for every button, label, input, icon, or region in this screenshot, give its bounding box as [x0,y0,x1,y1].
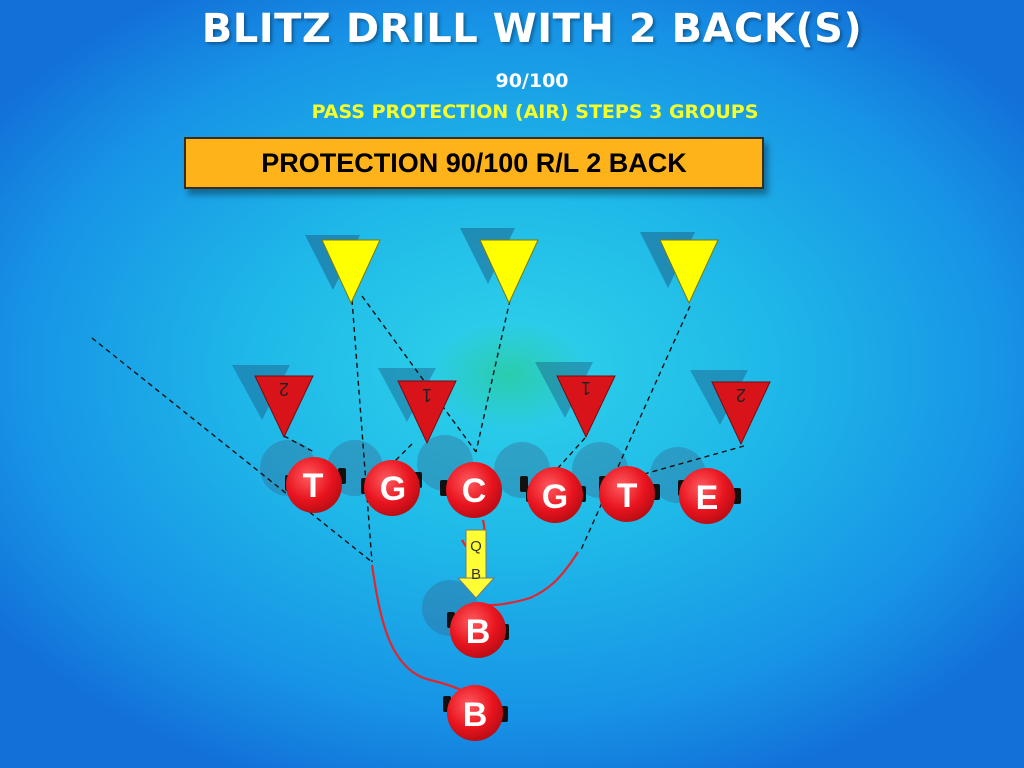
protection-banner: PROTECTION 90/100 R/L 2 BACK [184,137,764,189]
slide-subtitle: 90/100 [495,70,569,92]
defensive-line: 2 1 1 2 [254,375,771,446]
player-tackle-right: T [599,466,660,522]
linebacker-middle [479,239,539,305]
linebacker-left [321,239,381,305]
slide-subtitle-2: PASS PROTECTION (AIR) STEPS 3 GROUPS [311,101,759,123]
qb-label-b: B [471,566,481,583]
linebacker-right [659,239,719,305]
assignment-lines [91,295,745,563]
player-guard-right-label: G [542,478,568,516]
back1-route [479,551,579,607]
player-tackle-left: T [285,457,346,513]
defender-4 [711,381,771,446]
qb-label-q: Q [470,538,482,555]
player-back-2: B [443,685,508,741]
slide-title: BLITZ DRILL WITH 2 BACK(S) [201,6,863,52]
player-center-label: C [462,472,487,510]
center-glow [430,320,590,430]
player-back-2-label: B [463,696,488,734]
player-end: E [678,468,741,524]
player-back-1-label: B [466,613,491,651]
player-back-1: B [447,602,509,658]
defender-1-label: 2 [279,379,289,399]
player-tackle-right-label: T [617,477,638,515]
player-guard-left: G [361,460,422,516]
defender-3 [556,375,616,439]
player-guard-right: G [526,467,586,523]
offense: T G C G [285,457,741,741]
qb-marker: Q B [456,529,496,599]
defender-2 [397,380,457,445]
defender-shadows [232,362,748,425]
linebackers [321,239,719,305]
player-end-label: E [696,479,719,517]
defender-1 [254,375,314,439]
defender-4-label: 2 [736,385,746,405]
defender-3-label: 1 [581,378,591,398]
defender-2-label: 1 [422,385,432,405]
player-guard-left-label: G [380,470,406,508]
player-tackle-left-label: T [303,467,324,505]
